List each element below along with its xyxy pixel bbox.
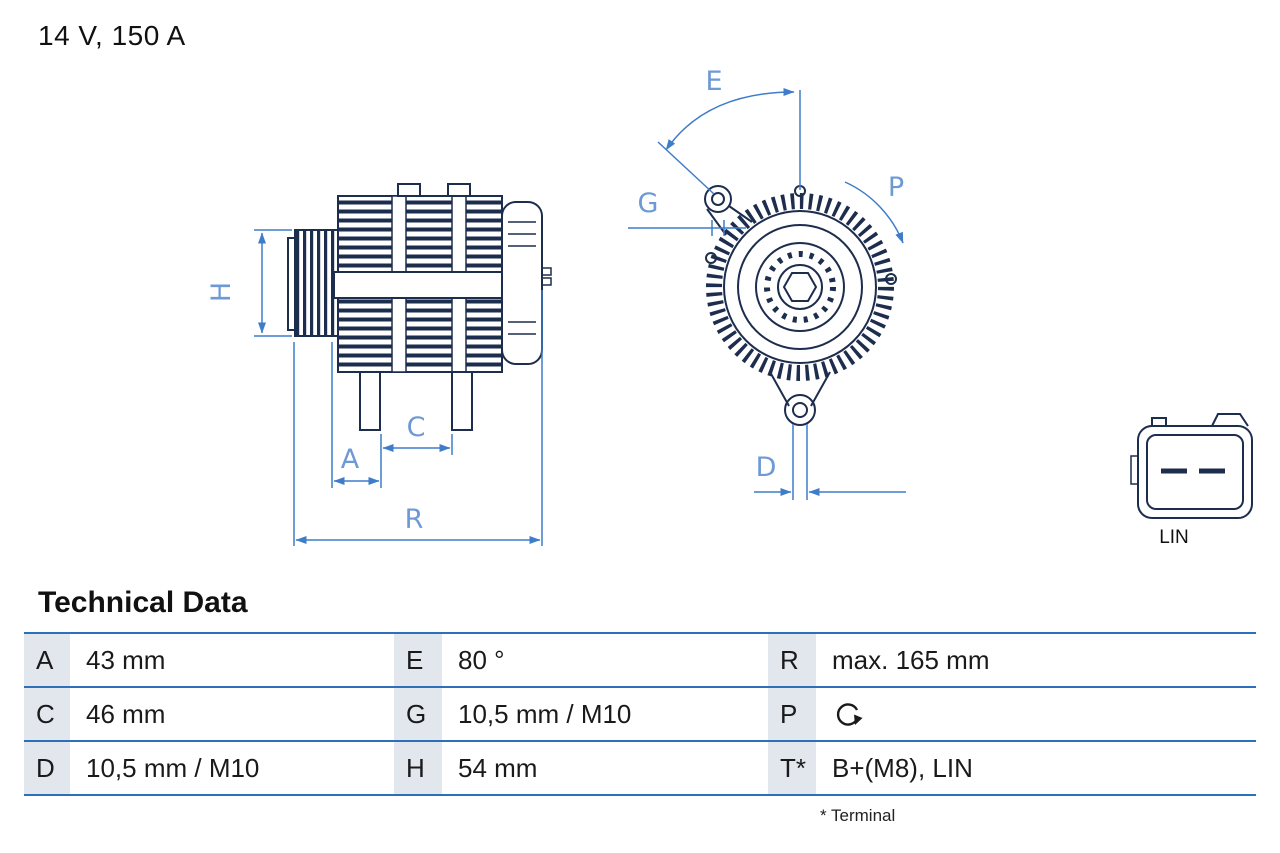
dim-value-cell: max. 165 mm bbox=[832, 644, 990, 675]
dim-key-cell: R bbox=[768, 634, 816, 686]
shaft-nut bbox=[782, 272, 818, 302]
dim-key-cell: G bbox=[394, 688, 442, 740]
rotation-direction-cell bbox=[816, 688, 1256, 740]
dim-value-cell: 43 mm bbox=[86, 644, 166, 675]
technical-data-section: Technical Data A 43 mm E 80 ° R max. 165… bbox=[0, 586, 1280, 826]
connector-lin-label: LIN bbox=[1159, 527, 1189, 548]
technical-data-title: Technical Data bbox=[38, 586, 248, 619]
fan-hole-ring bbox=[764, 251, 836, 323]
dimension-label-a: A bbox=[341, 444, 360, 475]
dim-value-cell: 10,5 mm / M10 bbox=[458, 698, 632, 729]
mounting-foot bbox=[359, 371, 381, 431]
dimension-label-d: D bbox=[756, 452, 777, 483]
table-row: A 43 mm E 80 ° R max. 165 mm bbox=[24, 634, 1256, 688]
rotation-arrow-icon bbox=[836, 703, 863, 726]
dimension-label-p: P bbox=[888, 172, 904, 203]
alternator-front-view bbox=[704, 185, 897, 426]
front-view-dimensions bbox=[628, 88, 906, 500]
technical-data-table: A 43 mm E 80 ° R max. 165 mm C 46 mm G 1… bbox=[24, 632, 1256, 796]
pulley bbox=[294, 229, 339, 337]
dim-key-cell: C bbox=[24, 688, 70, 740]
dim-value-cell: 54 mm bbox=[458, 752, 538, 783]
terminal-stud bbox=[541, 267, 552, 276]
rear-cover bbox=[501, 201, 543, 365]
side-view-dimensions bbox=[254, 229, 543, 546]
table-row: C 46 mm G 10,5 mm / M10 P bbox=[24, 688, 1256, 742]
alternator-technical-drawing: H A C R E G P D bbox=[206, 66, 1253, 548]
pulley-flange bbox=[287, 237, 296, 331]
dimension-label-h: H bbox=[206, 282, 237, 302]
vent-slot-ring bbox=[706, 193, 894, 381]
mounting-band bbox=[333, 271, 511, 299]
dim-key-cell: H bbox=[394, 742, 442, 794]
terminal-footnote: * Terminal bbox=[820, 806, 896, 825]
dim-value-cell: 80 ° bbox=[458, 644, 505, 675]
mounting-foot bbox=[451, 371, 473, 431]
dimension-label-r: R bbox=[405, 504, 424, 535]
lin-connector-drawing bbox=[1130, 413, 1253, 519]
mounting-lug bbox=[784, 394, 816, 426]
dimension-label-e: E bbox=[705, 66, 722, 97]
dimension-label-c: C bbox=[407, 412, 426, 443]
dim-value-cell: B+(M8), LIN bbox=[832, 752, 973, 783]
table-row: D 10,5 mm / M10 H 54 mm T* B+(M8), LIN bbox=[24, 742, 1256, 796]
dim-key-cell: P bbox=[768, 688, 816, 740]
dimension-label-g: G bbox=[638, 188, 659, 219]
mounting-lug bbox=[704, 185, 732, 213]
dim-key-cell: T* bbox=[768, 742, 816, 794]
alternator-side-view bbox=[287, 183, 552, 431]
voltage-amperage-label: 14 V, 150 A bbox=[38, 20, 186, 51]
dim-value-cell: 46 mm bbox=[86, 698, 166, 729]
dim-value-cell: 10,5 mm / M10 bbox=[86, 752, 260, 783]
dim-key-cell: D bbox=[24, 742, 70, 794]
dim-key-cell: E bbox=[394, 634, 442, 686]
dim-key-cell: A bbox=[24, 634, 70, 686]
